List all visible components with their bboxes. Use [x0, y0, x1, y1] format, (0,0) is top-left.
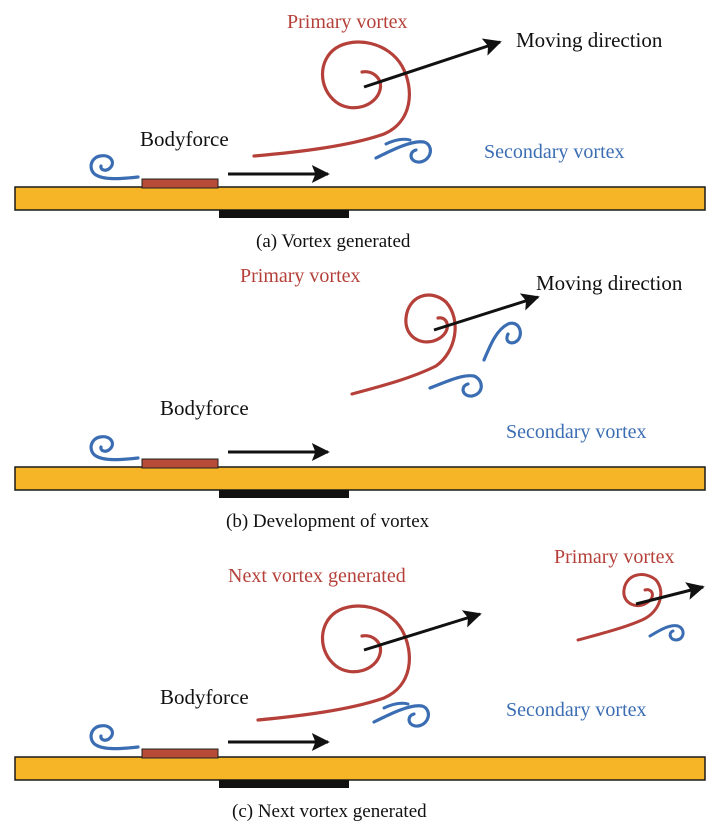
lower-electrode	[219, 210, 349, 218]
upstream-swirl	[89, 435, 140, 462]
plate	[14, 186, 706, 211]
panel-a: Primary vortex Moving direction Bodyforc…	[14, 11, 706, 252]
lower-electrode	[219, 780, 349, 788]
primary-vortex-label: Primary vortex	[240, 265, 361, 287]
primary-vortex-label: Primary vortex	[287, 11, 408, 33]
primary-vortex	[252, 40, 411, 158]
plate	[14, 466, 706, 491]
primary-vortex	[350, 293, 457, 396]
bodyforce-label: Bodyforce	[160, 685, 249, 709]
secondary-vortex	[372, 704, 430, 728]
moving-direction-arrow	[363, 38, 502, 89]
upstream-swirl	[89, 724, 140, 751]
panel-b: Primary vortex Moving direction Bodyforc…	[14, 265, 706, 532]
moving-direction-label: Moving direction	[536, 271, 683, 295]
primary-vortex	[576, 573, 663, 642]
secondary-vortex	[374, 140, 432, 164]
secondary-vortex-tail	[382, 701, 410, 710]
next-vortex	[256, 604, 411, 722]
next-vortex-arrow	[363, 610, 482, 652]
caption-a: (a) Vortex generated	[256, 231, 411, 252]
upper-electrode	[141, 748, 219, 759]
bodyforce-label: Bodyforce	[140, 127, 229, 151]
secondary-vortex-label: Secondary vortex	[506, 699, 647, 721]
primary-vortex-label: Primary vortex	[554, 546, 675, 568]
next-vortex-label: Next vortex generated	[228, 565, 406, 587]
upper-electrode	[141, 458, 219, 469]
secondary-vortex-tail	[384, 137, 412, 146]
secondary-vortex-label: Secondary vortex	[484, 141, 625, 163]
caption-c: (c) Next vortex generated	[232, 801, 427, 822]
secondary-vortex-lower	[428, 374, 483, 398]
primary-secondary-vortex	[648, 624, 685, 642]
moving-direction-label: Moving direction	[516, 28, 663, 52]
panel-c: Next vortex generated Primary vortex Bod…	[14, 546, 706, 822]
upper-electrode	[141, 178, 219, 189]
bodyforce-label: Bodyforce	[160, 396, 249, 420]
secondary-vortex-label: Secondary vortex	[506, 421, 647, 443]
secondary-vortex	[482, 321, 522, 362]
upstream-swirl	[89, 154, 140, 181]
lower-electrode	[219, 490, 349, 498]
caption-b: (b) Development of vortex	[226, 511, 430, 532]
moving-direction-arrow	[433, 293, 540, 332]
primary-moving-arrow	[635, 582, 705, 606]
plate	[14, 756, 706, 781]
